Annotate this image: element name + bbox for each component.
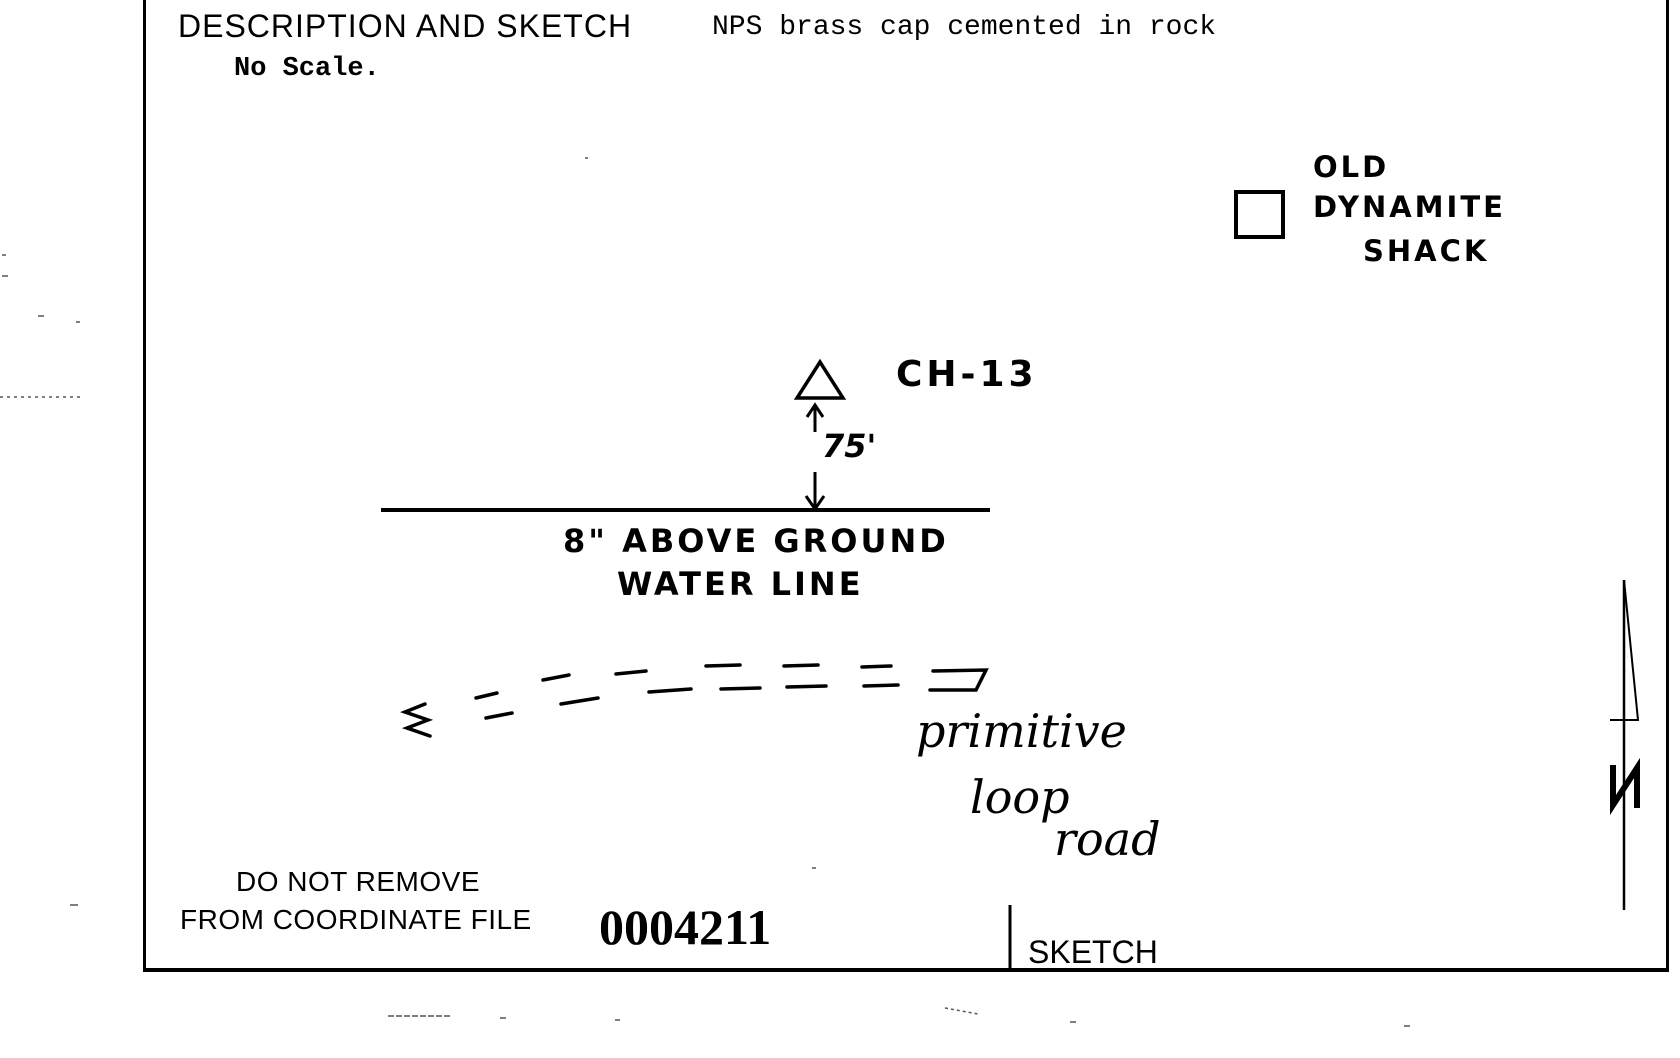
shack-symbol [1234,190,1285,239]
file-number: 0004211 [599,899,772,955]
sketch-section-label: SKETCH [1028,934,1158,970]
distance-label: 75' [822,427,877,465]
shack-label-line2: DYNAMITE [1313,190,1506,224]
scale-note: No Scale. [234,54,380,84]
road-label-line1: primitive [916,704,1127,758]
do-not-remove-notice: DO NOT REMOVE [236,866,481,897]
north-arrow-icon [1610,579,1640,910]
station-label: CH-13 [896,354,1038,395]
sheet-border [143,0,1669,972]
scan-specks [0,157,1410,1027]
road-label-line3: road [1054,812,1161,866]
shack-label-line1: OLD [1313,150,1390,184]
mark-description: NPS brass cap cemented in rock [712,12,1217,43]
coordinate-file-notice: FROM COORDINATE FILE [180,904,532,935]
water-line-label-line1: 8" ABOVE GROUND [563,522,949,560]
road-label-line2: loop [970,770,1070,824]
section-heading: DESCRIPTION AND SKETCH [178,8,633,44]
station-triangle-icon [793,358,847,400]
road-dashes [400,663,989,738]
water-line-label-line2: WATER LINE [617,565,864,603]
shack-label-line3: SHACK [1363,234,1490,268]
